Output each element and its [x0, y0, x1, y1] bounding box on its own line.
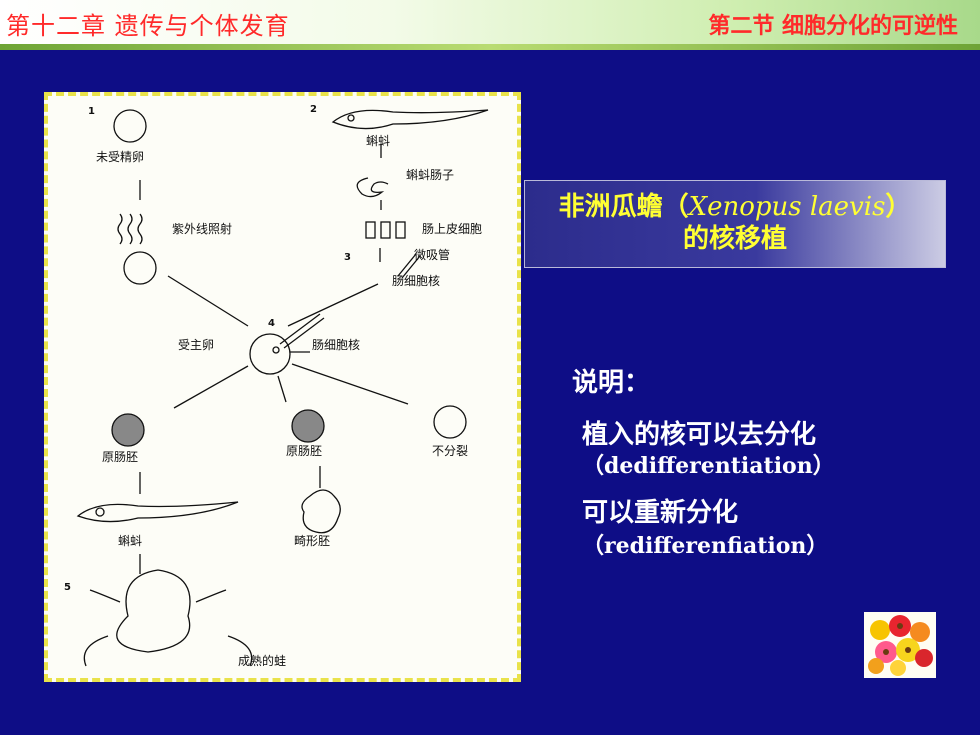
tadpole-bottom-shape [76, 501, 239, 523]
label-gastrula-mid: 原肠胚 [286, 444, 323, 458]
label-host-egg: 受主卵 [178, 338, 215, 352]
abnormal-embryo-shape [301, 489, 341, 534]
flower-bouquet-icon [864, 612, 936, 678]
section-title: 第二节 细胞分化的可逆性 [708, 14, 958, 39]
label-no-division: 不分裂 [432, 444, 469, 458]
label-intestinal-nucleus-4: 肠细胞核 [312, 338, 361, 352]
frog-shape [83, 569, 253, 667]
figure-drawing [76, 109, 489, 667]
explanation-heading: 说明： [572, 368, 651, 398]
tadpole-top-shape [331, 109, 489, 130]
title-prefix: 非洲瓜蟾（ [558, 192, 689, 222]
slide-title-box: 非洲瓜蟾（Xenopus laevis） 的核移植 [524, 180, 946, 268]
title-line-1: 非洲瓜蟾（Xenopus laevis） [525, 191, 945, 223]
no-division-cell [433, 405, 467, 439]
title-line-2: 的核移植 [682, 224, 787, 254]
gastrula-left-cell [111, 413, 145, 447]
label-intestinal-epithelial-cells: 肠上皮细胞 [422, 222, 483, 236]
nuclear-transfer-figure: 1 2 3 4 5 未受精卵 蝌蚪 蝌蚪肠子 紫外线照射 肠上皮细胞 微吸管 肠… [44, 92, 521, 682]
label-uv-irradiation: 紫外线照射 [172, 222, 233, 236]
step-number-4: 4 [268, 318, 275, 329]
label-tadpole-top: 蝌蚪 [366, 134, 391, 148]
explanation-line-2: （dedifferentiation） [582, 453, 835, 479]
title-suffix: ） [885, 192, 912, 222]
step-number-2: 2 [310, 104, 317, 115]
irradiated-egg-cell [123, 251, 157, 285]
explanation-line-4: （redifferenfiation） [582, 533, 829, 559]
explanation-line-3: 可以重新分化 [582, 498, 739, 528]
label-micropipette: 微吸管 [414, 248, 451, 262]
gastrula-mid-cell [291, 409, 325, 443]
label-tadpole-intestine: 蝌蚪肠子 [406, 168, 455, 182]
explanation-line-1: 植入的核可以去分化 [582, 420, 817, 450]
label-mature-frog: 成熟的蛙 [238, 654, 287, 668]
label-unfertilized-egg: 未受精卵 [96, 150, 145, 164]
header-divider [0, 44, 980, 50]
title-latin-name: Xenopus laevis [688, 192, 886, 222]
host-egg-cell [249, 333, 291, 375]
header-bar: 第十二章 遗传与个体发育 第二节 细胞分化的可逆性 [0, 0, 980, 44]
chapter-title: 第十二章 遗传与个体发育 [6, 12, 290, 40]
label-intestinal-nucleus-3: 肠细胞核 [392, 274, 441, 288]
intestine-shape [356, 177, 389, 198]
label-tadpole-bottom: 蝌蚪 [118, 534, 143, 548]
label-abnormal-embryo: 畸形胚 [294, 534, 331, 548]
label-gastrula-left: 原肠胚 [102, 450, 139, 464]
step-number-1: 1 [88, 106, 95, 117]
step-number-3: 3 [344, 252, 351, 263]
step-number-5: 5 [64, 582, 71, 593]
unfertilized-egg-cell [113, 109, 147, 143]
